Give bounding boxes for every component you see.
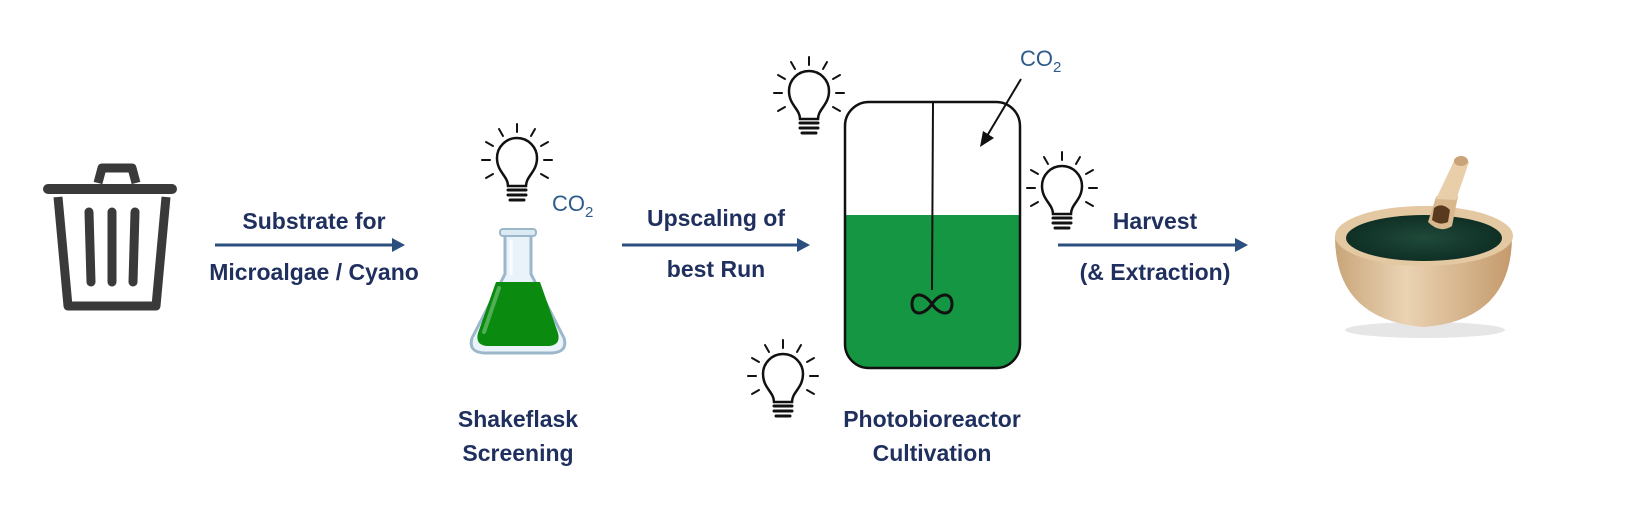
harvest-label-line1: Harvest <box>1113 208 1198 234</box>
upscaling-label-line1: Upscaling of <box>647 205 785 231</box>
arrow-harvest <box>1058 238 1248 252</box>
light-bulb-icon <box>480 122 554 202</box>
harvest-label-line2: (& Extraction) <box>1080 259 1231 285</box>
light-bulb-icon <box>1025 150 1099 230</box>
upscaling-label-line2: best Run <box>667 256 765 282</box>
substrate-label-line2: Microalgae / Cyano <box>209 259 419 285</box>
arrow-upscaling <box>622 238 810 252</box>
photobioreactor-label-line1: Photobioreactor <box>843 406 1021 432</box>
photobioreactor-label-line2: Cultivation <box>873 440 992 466</box>
substrate-label-line1: Substrate for <box>242 208 385 234</box>
light-bulb-icon <box>772 55 846 135</box>
light-bulb-icon <box>746 338 820 418</box>
shakeflask-label-line2: Screening <box>462 440 573 466</box>
trash-can-icon <box>43 163 177 311</box>
shakeflask-co2-label: CO2 <box>552 191 593 221</box>
erlenmeyer-flask-icon <box>469 228 567 355</box>
shakeflask-label-line1: Shakeflask <box>458 406 578 432</box>
co2-inlet-arrow <box>980 78 1022 147</box>
spirulina-powder-bowl-icon <box>1335 156 1513 338</box>
photobioreactor-vessel-icon <box>843 100 1022 370</box>
arrow-substrate <box>215 238 405 252</box>
reactor-co2-label: CO2 <box>1020 46 1061 76</box>
